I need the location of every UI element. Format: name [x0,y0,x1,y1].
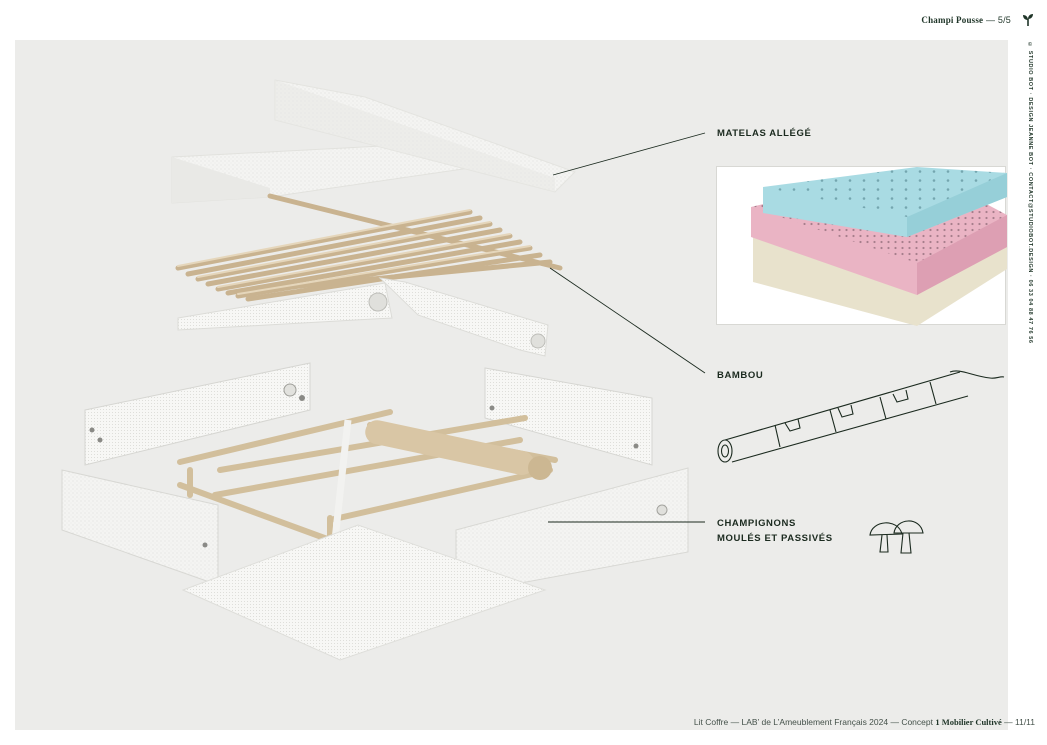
bamboo-frame-roller [365,420,552,480]
bamboo-leader-line [549,267,706,374]
side-boards-illustration [84,362,653,466]
mushroom-icon [869,520,924,554]
vertical-credit: © STUDIO BOT · DESIGN JEANNE BOT · CONTA… [1027,42,1033,344]
footer-concept: 1 Mobilier Cultivé [935,717,1002,727]
header-page: 5/5 [997,15,1011,25]
footer-suffix: — 11/11 [1001,717,1035,727]
header-title: Champi Pousse [921,15,984,25]
bamboo-slats-illustration [175,193,563,302]
sprout-icon [1023,14,1033,26]
lower-boards-illustration [61,467,689,661]
page-header: Champi Pousse — 5/5 [921,15,1011,25]
mattress-leader-line [552,132,706,176]
bamboo-slat-highlights [177,209,531,295]
frame-brace [331,419,352,541]
mushroom-label-line1: CHAMPIGNONS [717,518,796,529]
foam-layers-illustration [751,167,1007,326]
mushroom-label: CHAMPIGNONS MOULÉS ET PASSIVÉS [717,516,833,546]
bamboo-label: BAMBOU [717,370,764,381]
mattress-layers-inset [716,166,1007,326]
mattress-label: MATELAS ALLÉGÉ [717,128,812,139]
mushroom-label-line2: MOULÉS ET PASSIVÉS [717,533,833,544]
header-separator: — [983,15,998,25]
mattress-illustration [171,79,576,204]
support-plates-illustration [177,277,549,357]
page-footer: Lit Coffre — LAB’ de L’Ameublement Franç… [694,717,1035,727]
footer-prefix: Lit Coffre — LAB’ de L’Ameublement Franç… [693,717,936,727]
bamboo-stem-icon [717,370,1005,463]
